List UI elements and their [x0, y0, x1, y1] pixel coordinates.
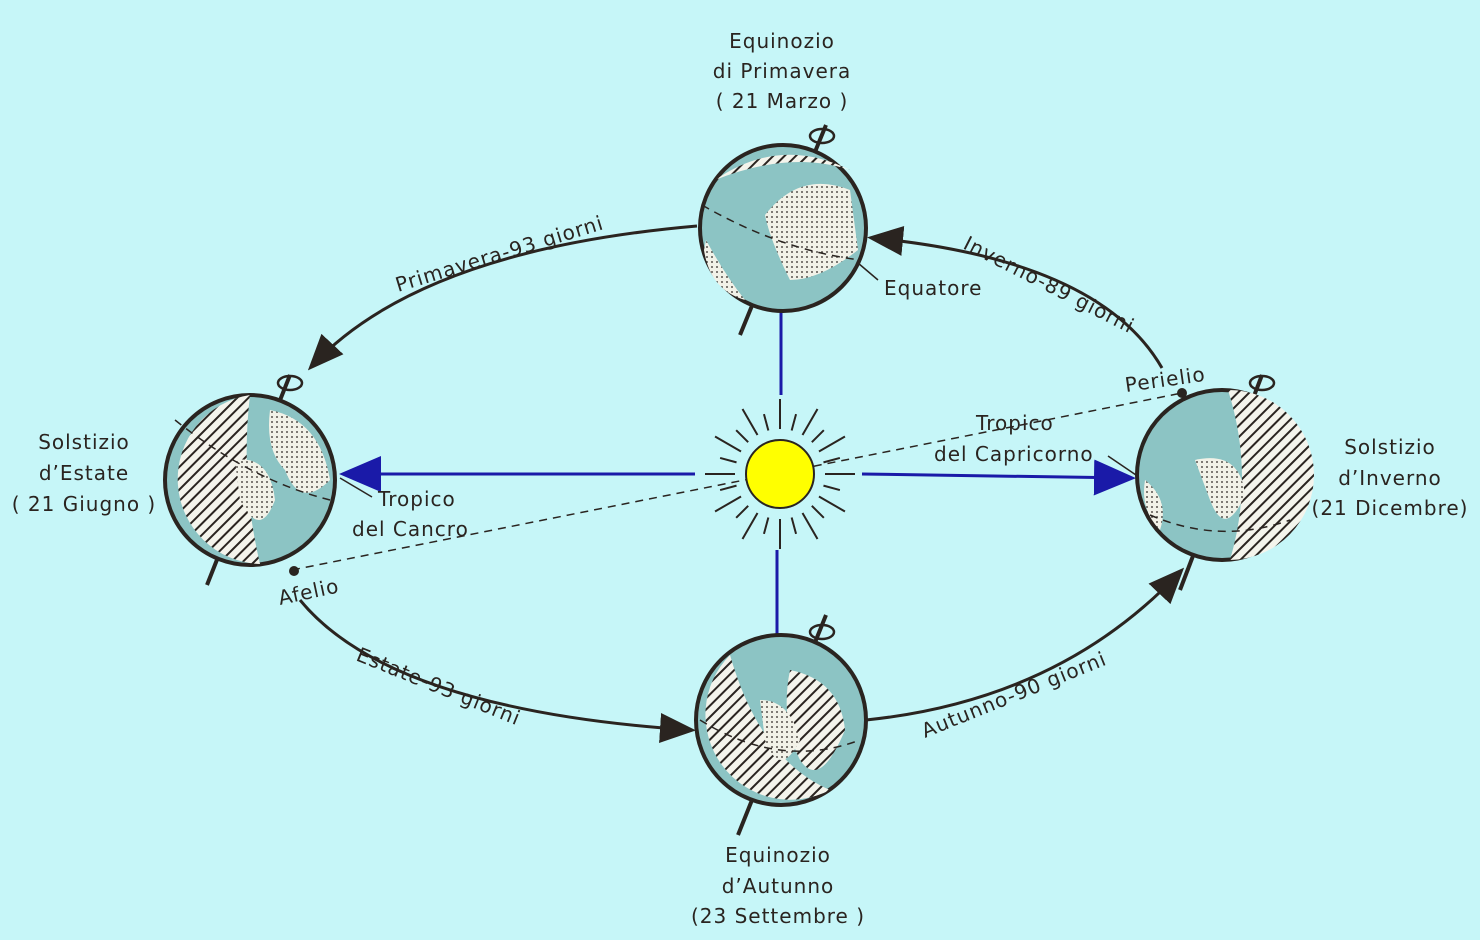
- sun-ray: [801, 408, 819, 436]
- equator-line: [1149, 514, 1291, 533]
- continent-shape: [269, 410, 330, 493]
- rotation-arrow-icon: [808, 623, 836, 641]
- night-shading: [1228, 389, 1315, 560]
- globe-spring: [698, 124, 868, 336]
- sun-ray: [735, 505, 749, 519]
- season-summer: Estate-93 giorni: [353, 642, 524, 730]
- sun-icon: [705, 399, 855, 549]
- rotation-icons: [276, 127, 1276, 641]
- perihelion-label: Perielio: [1123, 362, 1207, 397]
- sun-ray: [735, 429, 749, 443]
- spring-label-3: ( 21 Marzo ): [716, 89, 849, 113]
- capricorn-label-1: Tropico: [975, 411, 1054, 435]
- rotation-arrow-icon: [1248, 374, 1276, 392]
- night-shading: [705, 655, 830, 800]
- apsides-line: [291, 392, 1183, 571]
- sun-ray: [823, 484, 841, 492]
- night-shading: [786, 670, 845, 770]
- orbit-autumn-arc: [865, 567, 1185, 722]
- night-shading: [715, 154, 850, 180]
- globe-autumn: [694, 614, 868, 836]
- aphelion-point: [289, 566, 299, 576]
- orbit-spring-arc: [307, 224, 698, 371]
- winter-label-2: d’Inverno: [1338, 466, 1442, 490]
- summer-label-3: ( 21 Giugno ): [12, 492, 156, 516]
- cancer-pointer: [339, 477, 373, 498]
- spring-label-2: di Primavera: [713, 59, 851, 83]
- perihelion-point: [1177, 388, 1187, 398]
- orbit-winter-arc: [867, 225, 1164, 369]
- rotation-arrow-icon: [276, 374, 304, 392]
- continent-shape: [760, 700, 800, 760]
- sun-ray: [790, 413, 798, 431]
- continent-shape: [235, 459, 275, 520]
- sun-ray: [811, 429, 825, 443]
- orbit-summer-arc: [298, 599, 696, 743]
- sun-ray: [719, 456, 737, 464]
- summer-label-2: d’Estate: [39, 461, 129, 485]
- sun-ray: [714, 495, 742, 513]
- aphelion-label: Afelio: [276, 574, 341, 610]
- equator-line: [699, 719, 861, 752]
- continent-shape: [1195, 458, 1245, 519]
- equator-line: [701, 204, 861, 261]
- cancer-label-2: del Cancro: [352, 517, 469, 541]
- equator-pointer: [857, 262, 879, 281]
- sun-to-winter-arrow: [861, 459, 1136, 496]
- sun-ray: [762, 413, 770, 431]
- autumn-label-1: Equinozio: [725, 843, 831, 867]
- autumn-label-3: (23 Settembre ): [691, 904, 865, 928]
- sun-disc: [745, 439, 815, 509]
- rotation-arrow-icon: [808, 127, 836, 145]
- autumn-label-2: d’Autunno: [722, 874, 835, 898]
- globe-summer: [163, 374, 337, 586]
- sun-ray: [714, 435, 742, 453]
- sun-ray: [823, 456, 841, 464]
- continent-shape: [1144, 480, 1163, 530]
- winter-label-3: (21 Dicembre): [1312, 496, 1469, 520]
- sun-ray: [719, 484, 737, 492]
- sun-ray: [762, 517, 770, 535]
- sun-ray: [818, 435, 846, 453]
- season-autumn: Autunno-90 giorni: [918, 646, 1110, 742]
- cancer-label-1: Tropico: [377, 487, 456, 511]
- season-winter: Inverno-89 giorni: [960, 231, 1139, 338]
- sun-ray: [741, 408, 759, 436]
- sun-ray: [741, 512, 759, 540]
- sun-ray: [801, 512, 819, 540]
- globe-winter: [1135, 374, 1315, 591]
- season-spring: Primavera-93 giorni: [392, 211, 606, 297]
- continent-shape: [704, 240, 745, 300]
- summer-label-1: Solstizio: [38, 430, 130, 454]
- sun-ray: [818, 495, 846, 513]
- spring-label-1: Equinozio: [729, 29, 835, 53]
- capricorn-pointer: [1107, 455, 1137, 476]
- equator-line: [174, 419, 331, 501]
- winter-label-1: Solstizio: [1344, 435, 1436, 459]
- equator-label: Equatore: [884, 276, 982, 300]
- sun-ray: [790, 517, 798, 535]
- sun-ray: [811, 505, 825, 519]
- capricorn-label-2: del Capricorno: [934, 442, 1094, 466]
